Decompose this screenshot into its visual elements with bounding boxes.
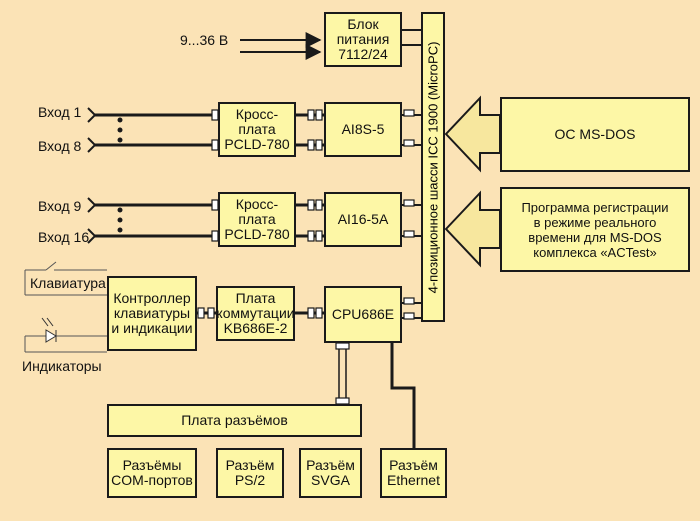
- ai16-5a-module: AI16-5A: [324, 192, 402, 247]
- cross-board-2: Кросс-плата PCLD-780: [218, 192, 296, 247]
- keyboard-label: Клавиатура: [30, 275, 106, 291]
- chassis-label-wrap: 4-позиционное шасси ICC 1900 (MicroPC): [421, 12, 445, 322]
- chassis-block: [421, 12, 445, 322]
- cpu-block: CPU686E: [324, 286, 402, 343]
- ps2-label: Разъём PS/2: [225, 457, 275, 488]
- connector-board: Плата разъёмов: [107, 404, 362, 437]
- controller-label: Контроллер клавиатуры и индикации: [111, 290, 193, 336]
- ellipsis-dots: [117, 117, 123, 233]
- power-supply-block: Блок питания 7112/24: [324, 12, 402, 67]
- svga-block: Разъём SVGA: [299, 448, 362, 498]
- input-9-label: Вход 9: [38, 198, 82, 214]
- program-block: Программа регистрации в режиме реального…: [500, 187, 690, 272]
- controller-block: Контроллер клавиатуры и индикации: [107, 276, 197, 351]
- input-8-label: Вход 8: [38, 138, 82, 154]
- cross-board-1: Кросс-плата PCLD-780: [218, 102, 296, 157]
- voltage-label: 9...36 В: [180, 32, 229, 48]
- connector-board-label: Плата разъёмов: [181, 412, 288, 428]
- connector-pins: [197, 109, 415, 405]
- os-block: ОС MS-DOS: [500, 97, 690, 172]
- com-ports-label: Разъёмы COM-портов: [111, 457, 193, 488]
- ai8s-5-label: AI8S-5: [341, 121, 385, 137]
- chassis-label: 4-позиционное шасси ICC 1900 (MicroPC): [425, 41, 441, 293]
- ai8s-5-module: AI8S-5: [324, 102, 402, 157]
- commutation-board-label: Плата коммутации KB686E-2: [216, 290, 295, 336]
- svga-label: Разъём SVGA: [306, 457, 355, 488]
- ethernet-block: Разъём Ethernet: [380, 448, 447, 498]
- power-supply-label: Блок питания 7112/24: [336, 16, 390, 62]
- ai16-5a-label: AI16-5A: [337, 211, 389, 227]
- cross-board-1-label: Кросс-плата PCLD-780: [224, 106, 290, 152]
- cpu-label: CPU686E: [331, 306, 395, 322]
- os-arrow: [444, 95, 501, 173]
- led-icon: [41, 317, 57, 343]
- program-arrow: [444, 190, 501, 268]
- ethernet-label: Разъём Ethernet: [387, 457, 440, 488]
- os-label: ОС MS-DOS: [554, 126, 636, 142]
- com-ports-block: Разъёмы COM-портов: [107, 448, 197, 498]
- input-1-label: Вход 1: [38, 104, 82, 120]
- cross-board-2-label: Кросс-плата PCLD-780: [224, 196, 290, 242]
- commutation-board: Плата коммутации KB686E-2: [216, 286, 295, 341]
- program-label: Программа регистрации в режиме реального…: [521, 199, 669, 260]
- input-16-label: Вход 16: [38, 229, 90, 245]
- indicators-label: Индикаторы: [22, 358, 102, 374]
- ps2-block: Разъём PS/2: [216, 448, 284, 498]
